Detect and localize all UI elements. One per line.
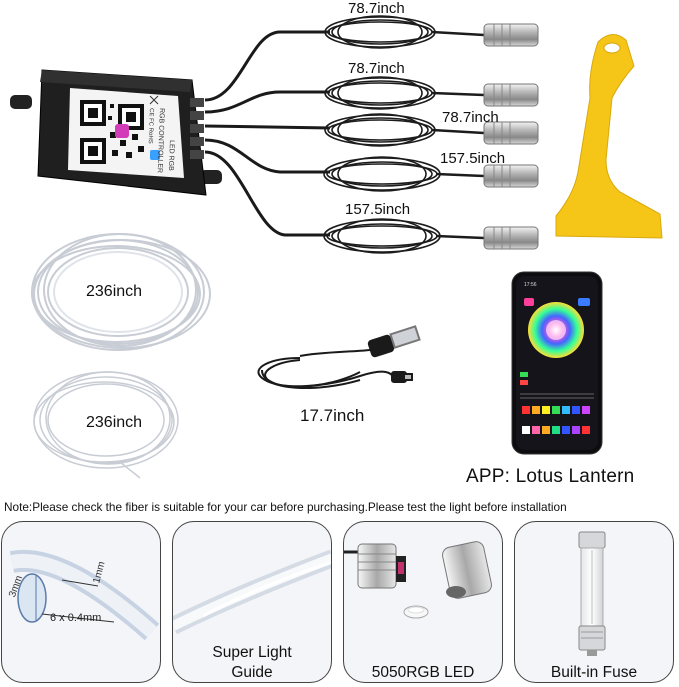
panel-fiber-size: 3mm 1mm 6 x 0.4mm bbox=[1, 521, 161, 683]
cable-length-label-3: 78.7inch bbox=[442, 109, 499, 126]
usb-power-cable bbox=[257, 325, 421, 390]
coil-4 bbox=[323, 156, 485, 192]
fuse-caption: Built-in Fuse bbox=[550, 664, 638, 681]
svg-text:CE FC RoHS: CE FC RoHS bbox=[147, 108, 154, 144]
usb-cable-length-label: 17.7inch bbox=[300, 406, 365, 425]
led-heads bbox=[483, 23, 539, 250]
fiber-coil-large bbox=[31, 233, 211, 351]
fiber-length-label-small: 236inch bbox=[86, 414, 143, 431]
rgb-controller-box: RGB CONTROLLER CE FC RoHS LED RGB bbox=[10, 69, 222, 196]
svg-text:1mm: 1mm bbox=[91, 560, 107, 584]
fiber-coil-small bbox=[33, 371, 179, 479]
svg-text:6 x 0.4mm: 6 x 0.4mm bbox=[50, 612, 101, 624]
cable-length-label-5: 157.5inch bbox=[345, 201, 411, 218]
svg-text:17:56: 17:56 bbox=[524, 282, 537, 288]
purchase-note: Note:Please check the fiber is suitable … bbox=[4, 500, 567, 514]
led-head-illustration bbox=[344, 541, 492, 619]
fiber-cross-section-illustration: 3mm 1mm 6 x 0.4mm bbox=[7, 549, 160, 641]
cable-length-label-1: 78.7inch bbox=[348, 0, 405, 17]
light-guide-caption-line1: Super Light bbox=[212, 644, 292, 661]
cable-length-label-4: 157.5inch bbox=[440, 150, 506, 167]
coil-5 bbox=[323, 218, 485, 254]
led-caption: 5050RGB LED bbox=[371, 664, 475, 681]
fiber-length-label-large: 236inch bbox=[86, 283, 143, 300]
cable-length-label-2: 78.7inch bbox=[348, 60, 405, 77]
light-guide-caption-line2: Guide bbox=[231, 664, 273, 681]
svg-text:LED RGB: LED RGB bbox=[167, 140, 175, 171]
trim-removal-tool-icon bbox=[555, 34, 663, 239]
app-name-label: APP: Lotus Lantern bbox=[466, 466, 635, 487]
smartphone-app-screen: 17:56 bbox=[511, 271, 603, 455]
panel-rgb-led: 5050RGB LED bbox=[343, 521, 503, 683]
light-guide-fiber-illustration bbox=[173, 549, 331, 635]
wiring-illustration: RGB CONTROLLER CE FC RoHS LED RGB bbox=[10, 15, 663, 479]
svg-text:RGB CONTROLLER: RGB CONTROLLER bbox=[156, 108, 165, 173]
coil-2 bbox=[324, 76, 485, 110]
panel-light-guide: Super Light Guide bbox=[172, 521, 332, 683]
coil-3 bbox=[324, 113, 485, 147]
panel-fuse: Built-in Fuse bbox=[514, 521, 674, 683]
coil-1 bbox=[324, 15, 485, 49]
fuse-icon bbox=[578, 531, 606, 656]
